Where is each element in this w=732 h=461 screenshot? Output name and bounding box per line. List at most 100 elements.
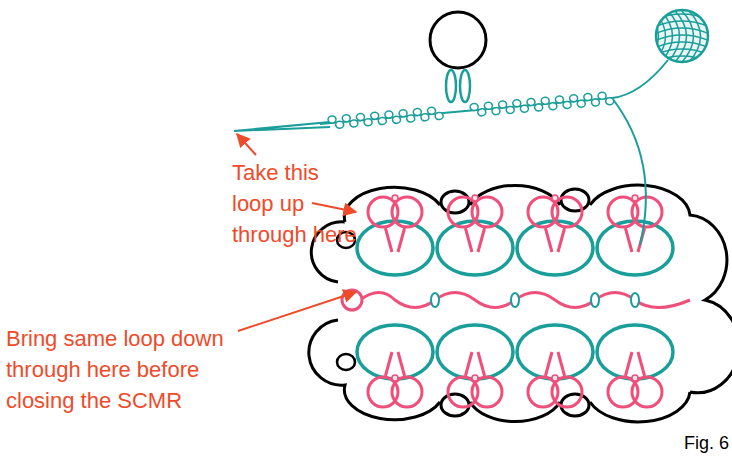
double-stitch xyxy=(584,93,593,101)
thread-ball xyxy=(627,0,714,68)
thread xyxy=(612,60,668,98)
pink-stem xyxy=(545,228,552,252)
ball-strand xyxy=(641,5,659,68)
double-stitch xyxy=(328,116,337,124)
ball-grid xyxy=(627,0,714,68)
double-stitch xyxy=(477,109,486,117)
teal-ring xyxy=(517,221,593,275)
leader-arrow xyxy=(312,203,356,212)
pink-joint xyxy=(472,195,478,201)
double-stitch xyxy=(598,92,607,100)
pink-stem xyxy=(558,228,565,252)
instruction-note-box: Take this loop up through here xyxy=(232,157,364,250)
teal-ring xyxy=(597,221,673,275)
double-stitch xyxy=(534,104,543,112)
teal-picot xyxy=(631,293,639,307)
ball-strand xyxy=(648,5,666,68)
pink-joint xyxy=(552,375,558,381)
pink-ring xyxy=(472,197,502,227)
double-stitch xyxy=(512,99,521,107)
top-ring xyxy=(430,12,486,68)
pink-stem xyxy=(398,352,405,376)
teal-ring xyxy=(357,325,433,379)
double-stitch xyxy=(342,114,351,122)
leader-arrow xyxy=(238,292,356,331)
double-stitch xyxy=(364,118,373,126)
double-stitch xyxy=(484,102,493,110)
pink-stem xyxy=(558,352,565,376)
double-stitch xyxy=(520,105,529,113)
double-stitch xyxy=(335,121,344,129)
pink-stem xyxy=(478,352,485,376)
pink-stem xyxy=(478,228,485,252)
double-stitch xyxy=(392,116,401,124)
double-stitch xyxy=(413,108,422,116)
middle-chain xyxy=(360,293,690,308)
ball-strand xyxy=(650,56,714,64)
double-stitch xyxy=(577,100,586,108)
instruction-note: Bring same loop down through here before… xyxy=(6,323,256,416)
double-stitch xyxy=(498,101,507,109)
leader-arrow xyxy=(237,134,256,155)
double-stitch xyxy=(555,96,564,104)
thread xyxy=(612,98,646,245)
pink-ring xyxy=(392,377,422,407)
ball-strand xyxy=(650,0,714,8)
teal-ring xyxy=(517,325,593,379)
pink-ring xyxy=(392,197,422,227)
double-stitch xyxy=(435,112,444,120)
double-stitch xyxy=(470,103,479,111)
core-thread xyxy=(320,98,612,124)
motif xyxy=(309,185,732,422)
pink-stem xyxy=(545,352,552,376)
double-stitch xyxy=(370,112,379,120)
double-stitch xyxy=(527,98,536,106)
pink-ring xyxy=(552,197,582,227)
teal-ring xyxy=(437,325,513,379)
teal-picot xyxy=(431,293,439,307)
instruction-note-box: Bring same loop down through here before… xyxy=(6,323,256,416)
double-stitch xyxy=(421,114,430,122)
pink-stem xyxy=(398,228,405,252)
pink-ring xyxy=(632,377,662,407)
double-stitch xyxy=(541,97,550,105)
double-stitch xyxy=(492,107,501,115)
ball-strand xyxy=(683,5,701,68)
picot-ring xyxy=(337,354,355,370)
pink-stem xyxy=(638,352,645,376)
figure-number: Fig. 6 xyxy=(684,432,730,454)
double-stitch xyxy=(356,113,365,121)
teal-ring xyxy=(437,221,513,275)
teal-picot xyxy=(591,293,599,307)
teal-loop xyxy=(460,70,470,102)
outer-chain xyxy=(309,185,732,422)
double-stitch xyxy=(605,97,614,105)
double-stitch xyxy=(385,111,394,119)
double-stitch xyxy=(399,109,408,117)
pink-stem xyxy=(385,228,392,252)
double-stitch xyxy=(427,107,436,115)
needle-loop xyxy=(234,122,330,131)
pink-stem xyxy=(625,352,632,376)
teal-ring xyxy=(357,221,433,275)
pink-joint xyxy=(552,195,558,201)
double-stitch xyxy=(569,95,578,103)
teal-loop xyxy=(446,70,456,102)
pink-stem xyxy=(465,228,472,252)
pink-joint xyxy=(392,195,398,201)
double-stitch xyxy=(549,102,558,110)
pink-ring xyxy=(552,377,582,407)
pink-ring xyxy=(632,197,662,227)
double-stitch xyxy=(378,117,387,125)
double-stitch xyxy=(591,99,600,107)
pink-stem xyxy=(385,352,392,376)
teal-ring xyxy=(597,325,673,379)
pink-joint xyxy=(392,375,398,381)
double-stitch xyxy=(506,106,515,114)
instruction-note: Take this loop up through here xyxy=(232,157,364,250)
teal-picot xyxy=(511,293,519,307)
ball-strand xyxy=(634,5,652,68)
picot-ring xyxy=(441,191,469,213)
pink-ring xyxy=(472,377,502,407)
pink-joint xyxy=(472,375,478,381)
